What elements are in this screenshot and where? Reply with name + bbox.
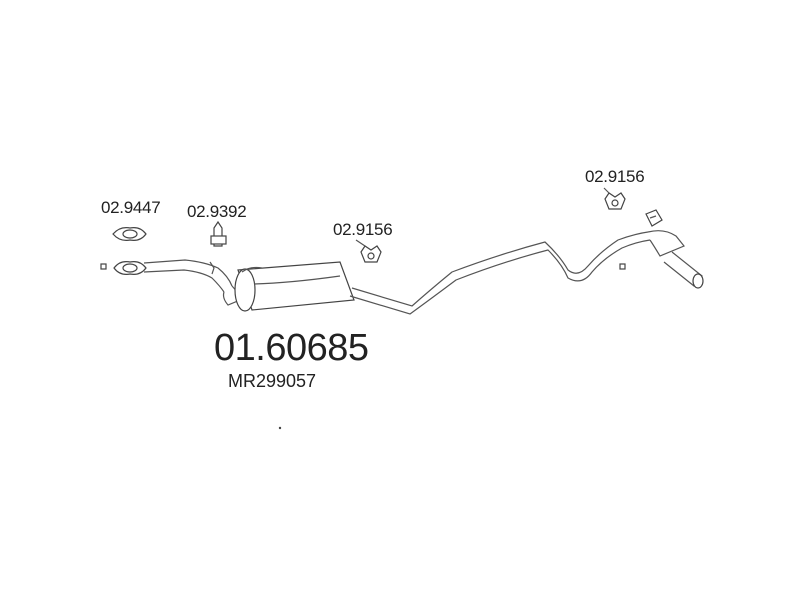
front-pipe	[143, 259, 233, 293]
part-label-gasket: 02.9447	[101, 198, 161, 217]
main-part-number: 01.60685	[214, 327, 369, 369]
inlet-flange	[113, 261, 147, 275]
part-label-hanger-rear: 02.9156	[585, 167, 645, 186]
rear-clamp-icon	[645, 209, 663, 227]
rubber-hanger-icon	[604, 192, 626, 210]
oem-reference-number: MR299057	[228, 371, 317, 391]
bolt-clamp-icon	[209, 220, 227, 275]
flange-gasket-icon	[112, 227, 147, 241]
front-end-marker	[100, 263, 107, 270]
part-label-hanger-front: 02.9156	[333, 220, 393, 239]
rubber-hanger-icon	[360, 245, 382, 263]
rear-end-marker	[619, 263, 626, 270]
part-label-clamp: 02.9392	[187, 202, 247, 221]
dot-mark	[278, 426, 282, 430]
silencer-box	[234, 261, 355, 312]
tail-pipe	[349, 231, 651, 315]
